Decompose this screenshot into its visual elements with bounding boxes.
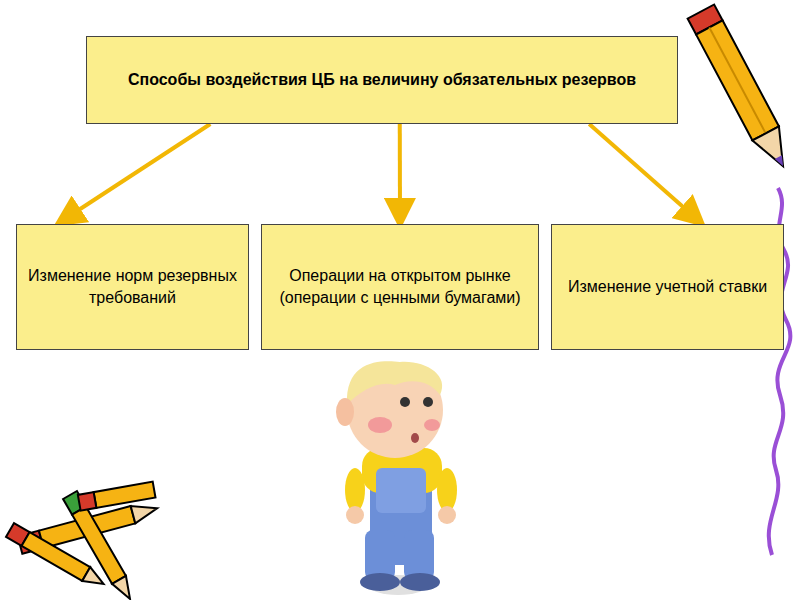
pencil: [78, 482, 156, 511]
box-text: Изменение норм резервных требований: [17, 261, 248, 312]
box-text: Операции на открытом рынке (операции с ц…: [262, 261, 538, 312]
pencil: [688, 4, 797, 173]
box-text: Способы воздействия ЦБ на величину обяза…: [122, 65, 642, 95]
pencil: [6, 523, 108, 591]
method-box: Операции на открытом рынке (операции с ц…: [261, 224, 539, 350]
arrow-connector: [589, 124, 700, 222]
arrow-connector: [398, 124, 402, 222]
box-text: Изменение учетной ставки: [562, 272, 773, 302]
child-figure: [336, 361, 457, 595]
method-box: Изменение учетной ставки: [551, 224, 784, 350]
method-box: Изменение норм резервных требований: [16, 224, 249, 350]
title-box: Способы воздействия ЦБ на величину обяза…: [86, 36, 678, 124]
arrow-connector: [60, 124, 210, 222]
